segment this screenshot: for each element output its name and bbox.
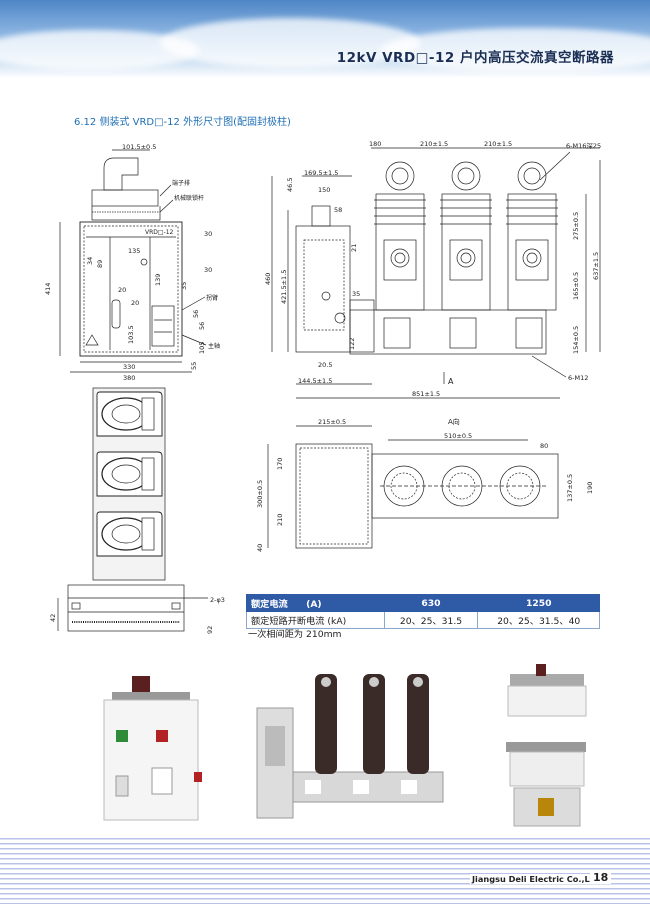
dim-m16: 6-M16深25: [566, 141, 601, 150]
dim-30a: 30: [204, 230, 212, 238]
footer-company: Jiangsu Deli Electric Co.,Ltd.: [470, 874, 605, 884]
dim-275: 275±0.5: [572, 212, 580, 240]
dim-144: 144.5±1.5: [298, 377, 332, 385]
photo-breaker-side: [256, 674, 444, 819]
view-arrow-a: A: [448, 377, 454, 386]
dim-30b: 30: [204, 266, 212, 274]
dim-122: 122: [348, 338, 356, 350]
model-label: VRD□-12: [145, 229, 174, 236]
spec-header-current: 额定电流 (A): [246, 594, 385, 612]
dim-180: 180: [369, 140, 381, 148]
phase-spacing-note: 一次相间距为 210mm: [248, 629, 342, 640]
dim-510: 510±0.5: [444, 432, 472, 440]
base-plan-drawing: 2-φ3 42 92: [49, 584, 225, 634]
dim-42: 42: [49, 614, 57, 622]
dim-637: 637±1.5: [592, 252, 600, 280]
page-title: 12kV VRD□-12 户内高压交流真空断路器: [336, 50, 614, 66]
dim-380: 380: [123, 374, 135, 382]
insulator-2: [440, 161, 492, 311]
dim-m12: 6-M12: [568, 374, 588, 382]
section-title: 6.12 侧装式 VRD□-12 外形尺寸图(配固封极柱): [74, 117, 291, 128]
footer-stripes: [0, 838, 650, 904]
top-view-drawing: 215±0.5 A向 510±0.5 80 170 300±0.5 210 40…: [256, 417, 594, 552]
dim-35: 35: [180, 282, 188, 290]
dim-414: 414: [44, 283, 52, 295]
dim-150: 150: [318, 186, 330, 194]
dim-46: 46.5: [286, 178, 294, 192]
dim-56: 56: [192, 310, 200, 318]
insulator-3: [506, 161, 558, 311]
dim-190: 190: [586, 482, 594, 494]
header-banner: [0, 0, 650, 78]
dim-165: 165±0.5: [572, 272, 580, 300]
dim-169: 169.5±1.5: [304, 169, 338, 177]
dim-460: 460: [264, 273, 272, 285]
dim-137: 137±0.5: [566, 474, 574, 502]
side-view-drawing: 180 210±1.5 210±1.5 6-M16深25 169.5±1.5 1…: [264, 140, 601, 399]
dim-215: 215±0.5: [318, 418, 346, 426]
dim-35-side: 35: [352, 290, 360, 298]
dim-56b: 56: [198, 322, 206, 330]
dim-300: 300±0.5: [256, 480, 264, 508]
photo-mechanism-details: [506, 664, 587, 827]
label-main-shaft: 主轴: [208, 342, 220, 350]
photo-front-panel: [103, 676, 202, 821]
dim-40: 40: [256, 544, 264, 552]
insulator-1: [374, 161, 426, 311]
dim-20a: 20: [118, 286, 126, 294]
label-arm: 拐臂: [206, 294, 218, 302]
dim-105: 105: [198, 342, 206, 354]
dim-58: 58: [334, 206, 342, 214]
dim-210: 210: [276, 514, 284, 526]
technical-drawings: 101.5±0.5 端子排 机械联锁杆 VRD□-12 414 30 30 13…: [44, 140, 601, 634]
dim-170: 170: [276, 458, 284, 470]
spec-header-630: 630: [383, 594, 479, 612]
dim-34: 34: [86, 257, 94, 265]
label-mech-interlock: 机械联锁杆: [174, 194, 204, 202]
dim-89: 89: [96, 260, 104, 268]
spec-row-630: 20、25、31.5: [383, 611, 479, 629]
front-view-drawing: 101.5±0.5 端子排 机械联锁杆 VRD□-12 414 30 30 13…: [44, 143, 220, 382]
spec-row-1250: 20、25、31.5、40: [477, 611, 600, 629]
dim-21: 21: [350, 244, 358, 252]
dim-330: 330: [123, 363, 135, 371]
dim-92: 92: [206, 626, 214, 634]
dim-139: 139: [154, 274, 162, 286]
dim-154: 154±0.5: [572, 326, 580, 354]
view-a-label: A向: [448, 417, 460, 426]
dim-holes: 2-φ3: [210, 596, 225, 604]
dim-101: 101.5±0.5: [122, 143, 156, 151]
dim-80: 80: [540, 442, 548, 450]
dim-103: 103.5: [127, 325, 135, 344]
label-terminal: 端子排: [172, 179, 190, 187]
dim-55: 55: [190, 362, 198, 370]
dim-20-5: 20.5: [318, 361, 332, 369]
dim-851: 851±1.5: [412, 390, 440, 398]
spec-table: 额定电流 (A) 630 1250 额定短路开断电流 (kA) 20、25、31…: [246, 594, 600, 629]
dim-210b: 210±1.5: [484, 140, 512, 148]
dim-421: 421.5±1.5: [280, 270, 288, 304]
dim-210a: 210±1.5: [420, 140, 448, 148]
dim-20b: 20: [131, 299, 139, 307]
page-number: 18: [590, 871, 612, 884]
spec-header-1250: 1250: [477, 594, 600, 612]
side-elevation-drawing: [92, 387, 166, 581]
dim-135: 135: [128, 247, 140, 255]
